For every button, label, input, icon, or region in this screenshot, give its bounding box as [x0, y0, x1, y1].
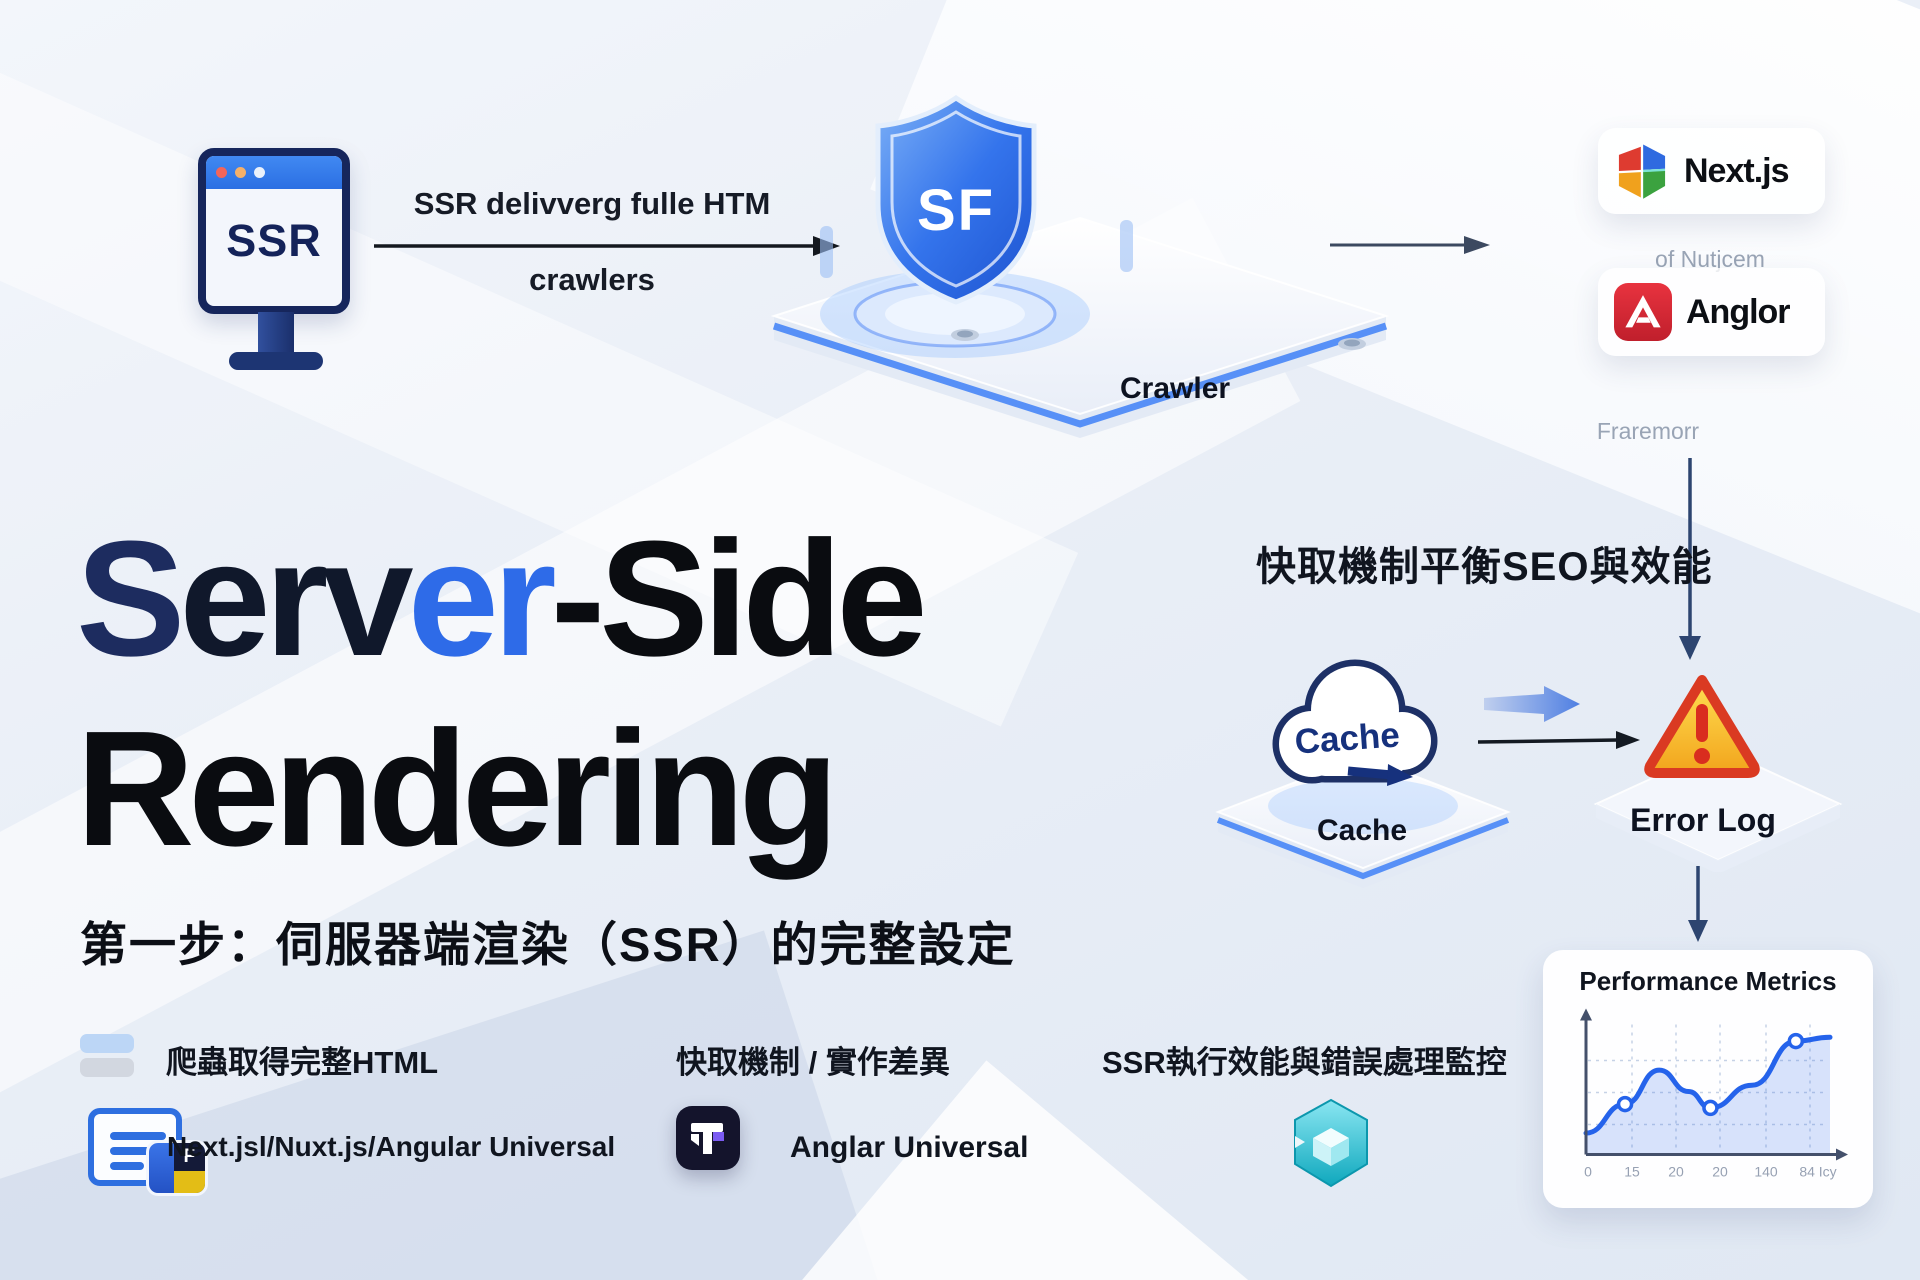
svg-text:0: 0 [1584, 1164, 1592, 1180]
angular-a-logo [1614, 283, 1672, 341]
monitor-stand-neck [258, 312, 294, 352]
legend-ssr-monitoring: SSR執行效能與錯誤處理監控 [1102, 1045, 1507, 1080]
legend-crawler-html: 爬蟲取得完整HTML [166, 1045, 439, 1080]
nextjs-card: Next.js [1598, 128, 1825, 214]
cache-label: Cache [1317, 814, 1408, 847]
svg-text:20: 20 [1668, 1164, 1684, 1180]
t-framework-icon [676, 1106, 740, 1170]
shield-sf-text: SF [917, 178, 995, 243]
legend-frameworks: Next.jsl/Nuxt.js/Angular Universal [167, 1131, 616, 1162]
cache-note: 快取機制平衡SEO與效能 [1256, 545, 1713, 589]
arrow-cache-to-errorlog [1478, 731, 1640, 749]
arrow-crawler-to-frameworks [1330, 236, 1490, 254]
angular-card: Anglor [1598, 268, 1825, 356]
metrics-title: Performance Metrics [1579, 966, 1837, 996]
page-subtitle: 第一步：伺服器端渲染（SSR）的完整設定 [80, 918, 1016, 971]
performance-chart: 0 15 20 20 140 84 Icy [1580, 1008, 1848, 1180]
cache-cloud-icon: Cache [1272, 659, 1438, 786]
warning-triangle-icon [1644, 675, 1760, 778]
performance-metrics-card: Performance Metrics 0 15 20 20 140 84 [1543, 950, 1873, 1208]
svg-text:140: 140 [1754, 1164, 1778, 1180]
nextjs-label: Next.js [1684, 151, 1789, 190]
crawler-shield-icon: SF [875, 94, 1037, 305]
window-dot-white [254, 167, 265, 178]
svg-text:20: 20 [1712, 1164, 1728, 1180]
angular-label: Anglor [1686, 292, 1791, 331]
folder-f-icon: F [146, 1140, 208, 1196]
legend-cache-diff: 快取機制 / 實作差異 [676, 1045, 950, 1080]
page-title: Server-Side Rendering [76, 504, 928, 884]
svg-text:15: 15 [1624, 1164, 1640, 1180]
angular-subtitle: Fraremorr [1596, 418, 1700, 444]
hexagon-cube-icon [1294, 1098, 1368, 1188]
svg-text:84 Icy: 84 Icy [1799, 1164, 1836, 1180]
arrow-frameworks-to-errorlog [1679, 458, 1701, 660]
window-dot-orange [235, 167, 246, 178]
errorlog-label: Error Log [1630, 802, 1776, 838]
title-line-2: Rendering [76, 697, 839, 880]
monitor-ssr-label: SSR [226, 214, 322, 266]
monitor-screen: SSR [198, 148, 350, 314]
cloud-cache-text: Cache [1293, 715, 1401, 761]
nextjs-subtitle: of Nutjcem [1655, 246, 1765, 272]
block-arrow-cache-to-errorlog [1484, 686, 1580, 722]
arrow-caption-top: SSR delivverg fulle HTM [413, 186, 771, 221]
arrow-errorlog-to-metrics [1688, 866, 1708, 942]
list-bars-icon [80, 1034, 134, 1077]
chart-x-ticks: 0 15 20 20 140 84 Icy [1584, 1164, 1837, 1180]
ssr-monitor-icon: SSR [198, 148, 354, 370]
chart-series [1583, 1032, 1833, 1155]
crawler-label: Crawler [1120, 372, 1231, 405]
monitor-stand-base [229, 352, 323, 370]
crawler-platform [770, 216, 1390, 438]
cache-platform [1215, 754, 1511, 888]
title-line-1: Server-Side [76, 507, 928, 690]
background-wedge [774, 1060, 1316, 1280]
window-dot-red [216, 167, 227, 178]
document-folder-icon: F [88, 1106, 213, 1196]
monitor-titlebar [206, 156, 342, 189]
arrow-caption-bottom: crawlers [529, 262, 655, 297]
nextjs-hexagon-logo [1618, 144, 1666, 199]
legend-angular-universal: Anglar Universal [790, 1131, 1029, 1164]
